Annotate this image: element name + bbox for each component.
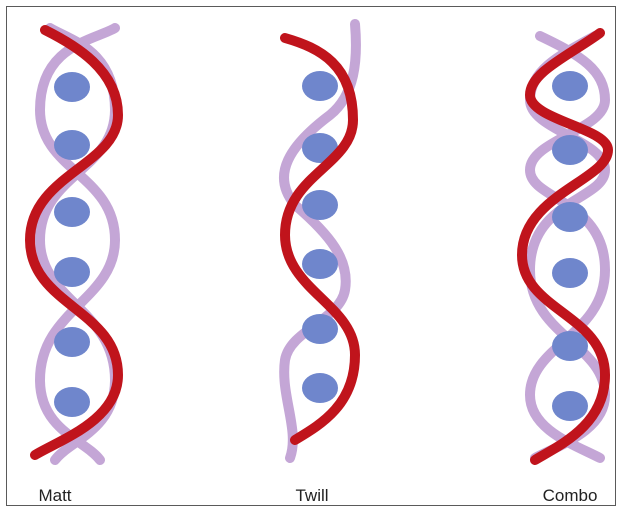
fiber-bundle [552,391,588,421]
fiber-bundle [302,71,338,101]
weave-twill [284,24,356,458]
label-matt: Matt [38,486,71,506]
fiber-bundle [552,202,588,232]
label-twill: Twill [295,486,328,506]
fiber-bundle [54,387,90,417]
fiber-bundle [54,130,90,160]
weave-combo [522,33,608,460]
fiber-bundle [302,314,338,344]
fiber-bundle [54,72,90,102]
fiber-bundle [552,258,588,288]
fiber-bundle [302,249,338,279]
fiber-bundle [54,327,90,357]
fiber-bundle [552,71,588,101]
fiber-bundle [54,197,90,227]
fiber-bundle [302,373,338,403]
label-combo: Combo [543,486,598,506]
fiber-bundle [54,257,90,287]
fiber-bundle [302,190,338,220]
weave-matt [30,28,118,460]
fiber-bundle [552,135,588,165]
